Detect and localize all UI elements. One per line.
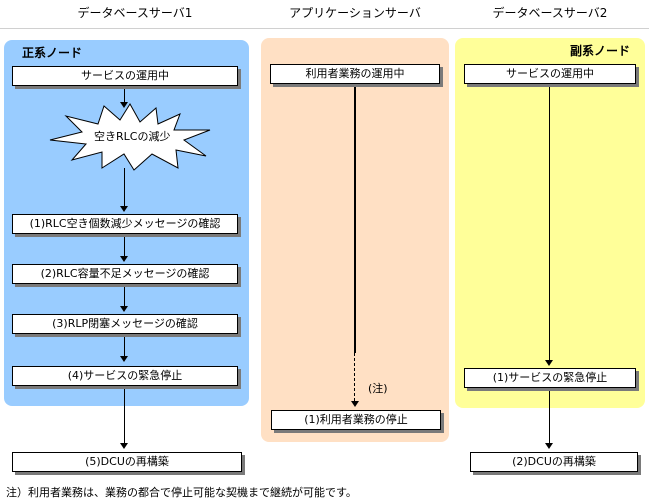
primary-running-box: サービスの運用中: [12, 66, 238, 86]
footnote: 注）利用者業務は、業務の都合で停止可能な契機まで継続が可能です。: [6, 486, 357, 499]
primary-arrowhead: [120, 356, 128, 362]
column-header-db2: データベースサーバ2: [492, 6, 608, 20]
secondary-arrowhead: [545, 360, 553, 366]
primary-arrowhead: [120, 206, 128, 212]
primary-connector: [124, 335, 125, 357]
primary-step-1-box: (1)RLC空き個数減少メッセージの確認: [12, 214, 238, 234]
primary-arrowhead: [120, 102, 128, 108]
app-connector: [354, 85, 356, 353]
app-dashed-connector: [354, 353, 355, 401]
column-header-app: アプリケーションサーバ: [289, 6, 421, 20]
burst-shape: [49, 103, 211, 171]
primary-connector: [124, 235, 125, 257]
primary-connector: [124, 85, 125, 103]
event-label: 空きRLCの減少: [94, 130, 171, 143]
column-header-db1: データベースサーバ1: [77, 6, 193, 20]
secondary-connector: [549, 389, 550, 444]
secondary-running-box: サービスの運用中: [464, 64, 636, 84]
app-running-box: 利用者業務の運用中: [270, 64, 440, 84]
primary-node-label: 正系ノード: [22, 46, 83, 60]
primary-arrowhead: [120, 443, 128, 449]
app-arrowhead: [351, 401, 359, 407]
primary-step-4-box: (4)サービスの緊急停止: [12, 366, 238, 386]
secondary-connector: [549, 85, 550, 361]
primary-step-2-box: (2)RLC容量不足メッセージの確認: [12, 264, 238, 284]
primary-arrowhead: [120, 306, 128, 312]
primary-step-5-box: (5)DCUの再構築: [12, 452, 242, 472]
primary-connector: [124, 285, 125, 307]
secondary-node-panel: [455, 38, 645, 408]
primary-connector: [124, 387, 125, 444]
app-step-1-box: (1)利用者業務の停止: [271, 410, 441, 430]
header-divider: [0, 28, 649, 29]
secondary-step-2-box: (2)DCUの再構築: [470, 452, 638, 472]
secondary-node-label: 副系ノード: [570, 44, 631, 58]
secondary-arrowhead: [545, 443, 553, 449]
note-mark: (注): [368, 382, 388, 395]
primary-arrowhead: [120, 256, 128, 262]
primary-step-3-box: (3)RLP閉塞メッセージの確認: [12, 314, 238, 334]
primary-connector: [124, 168, 125, 207]
secondary-step-1-box: (1)サービスの緊急停止: [464, 368, 636, 388]
